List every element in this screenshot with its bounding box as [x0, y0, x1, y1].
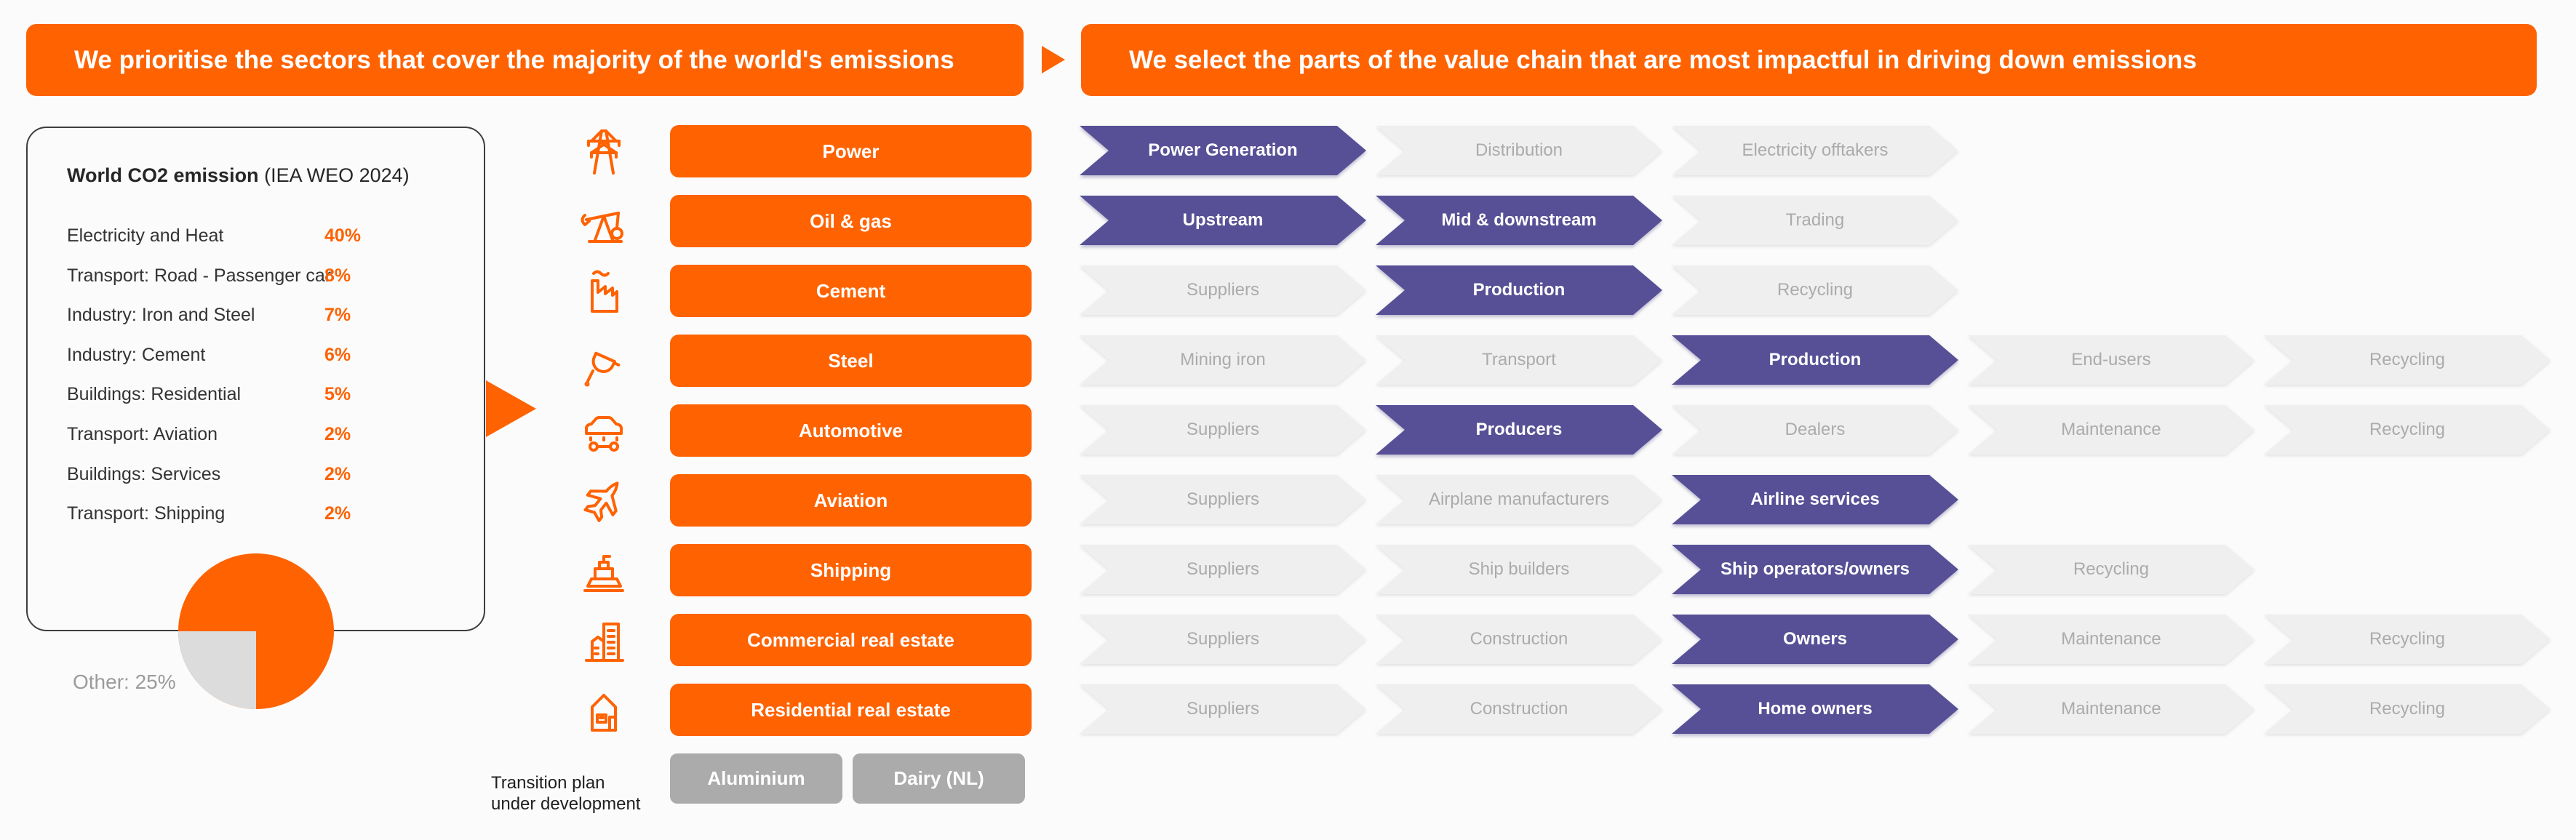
value-chain-chevron: Production — [1672, 335, 1958, 385]
banner-select-value-chain-text: We select the parts of the value chain t… — [1129, 45, 2197, 74]
sector-button: Cement — [670, 265, 1032, 317]
value-chain-chevron: Suppliers — [1080, 475, 1366, 524]
value-chain-chevron: Transport — [1376, 335, 1662, 385]
emission-box-source: (IEA WEO 2024) — [264, 164, 410, 186]
house-icon — [576, 682, 631, 737]
value-chain-chevron: Production — [1376, 265, 1662, 315]
emission-row-label: Industry: Cement — [67, 344, 206, 365]
transition-plan-label: Transition plan under development — [491, 772, 640, 815]
value-chain-chevron: Airline services — [1672, 475, 1958, 524]
emission-table-row: Buildings: Residential 5% — [28, 384, 484, 409]
value-chain-chevron: Recycling — [2264, 335, 2551, 385]
emission-row-value: 40% — [324, 225, 362, 246]
pie-slice-other — [178, 631, 256, 709]
value-chain-chevron: Suppliers — [1080, 615, 1366, 664]
office-buildings-icon — [576, 612, 631, 668]
emission-row-value: 2% — [324, 503, 351, 524]
emission-row-value: 5% — [324, 384, 351, 405]
value-chain-chevron: Suppliers — [1080, 405, 1366, 455]
value-chain-chevron: Maintenance — [1968, 684, 2254, 734]
banner-connector-arrow-icon — [1042, 46, 1065, 73]
value-chain-chevron: Electricity offtakers — [1672, 126, 1958, 175]
emission-row-label: Transport: Aviation — [67, 424, 218, 444]
sector-button: Oil & gas — [670, 195, 1032, 247]
value-chain-chevron: Distribution — [1376, 126, 1662, 175]
emission-table-row: Transport: Aviation 2% — [28, 424, 484, 449]
value-chain-chevron: Producers — [1376, 405, 1662, 455]
emission-box-title: World CO2 emission (IEA WEO 2024) — [67, 164, 410, 187]
value-chain-chevron: Construction — [1376, 684, 1662, 734]
steel-ladle-icon — [576, 333, 631, 388]
emission-row-value: 2% — [324, 424, 351, 444]
value-chain-chevron: Upstream — [1080, 196, 1366, 245]
emission-table-row: Electricity and Heat 40% — [28, 225, 484, 250]
value-chain-chevron: Suppliers — [1080, 684, 1366, 734]
value-chain-chevron: Maintenance — [1968, 615, 2254, 664]
emission-row-label: Electricity and Heat — [67, 225, 224, 246]
value-chain-chevron: End-users — [1968, 335, 2254, 385]
value-chain-chevron: Recycling — [2264, 405, 2551, 455]
airplane-icon — [576, 473, 631, 528]
sector-button: Aviation — [670, 474, 1032, 527]
transition-plan-button: Dairy (NL) — [853, 753, 1025, 804]
value-chain-chevron: Recycling — [1968, 545, 2254, 594]
sector-button: Residential real estate — [670, 684, 1032, 736]
sector-button: Commercial real estate — [670, 614, 1032, 666]
transition-plan-label-line2: under development — [491, 794, 641, 814]
value-chain-chevron: Ship operators/owners — [1672, 545, 1958, 594]
emission-row-value: 8% — [324, 265, 351, 286]
emission-box-title-bold: World CO2 emission — [67, 164, 259, 186]
emission-row-label: Transport: Road - Passenger car — [67, 265, 332, 286]
transition-plan-label-line1: Transition plan — [491, 773, 605, 793]
value-chain-chevron: Mining iron — [1080, 335, 1366, 385]
banner-select-value-chain: We select the parts of the value chain t… — [1081, 24, 2537, 96]
ship-icon — [576, 543, 631, 598]
emission-table-row: Buildings: Services 2% — [28, 464, 484, 489]
transmission-tower-icon — [576, 124, 631, 179]
value-chain-chevron: Recycling — [1672, 265, 1958, 315]
emission-table-row: Industry: Iron and Steel 7% — [28, 305, 484, 329]
factory-icon — [576, 263, 631, 319]
value-chain-chevron: Home owners — [1672, 684, 1958, 734]
banner-prioritise-sectors: We prioritise the sectors that cover the… — [26, 24, 1024, 96]
emission-row-label: Transport: Shipping — [67, 503, 226, 524]
value-chain-chevron: Recycling — [2264, 684, 2551, 734]
world-co2-emission-box: World CO2 emission (IEA WEO 2024) Electr… — [26, 127, 485, 631]
emission-row-value: 2% — [324, 463, 351, 484]
value-chain-chevron: Recycling — [2264, 615, 2551, 664]
emission-row-label: Buildings: Services — [67, 463, 221, 484]
value-chain-chevron: Maintenance — [1968, 405, 2254, 455]
emission-table-row: Industry: Cement 6% — [28, 345, 484, 369]
value-chain-chevron: Construction — [1376, 615, 1662, 664]
emission-pie-chart — [178, 553, 334, 709]
value-chain-chevron: Airplane manufacturers — [1376, 475, 1662, 524]
value-chain-chevron: Mid & downstream — [1376, 196, 1662, 245]
transition-plan-button: Aluminium — [670, 753, 842, 804]
value-chain-chevron: Dealers — [1672, 405, 1958, 455]
car-icon — [576, 403, 631, 458]
value-chain-chevron: Ship builders — [1376, 545, 1662, 594]
emission-table-row: Transport: Shipping 2% — [28, 503, 484, 528]
emission-row-value: 7% — [324, 305, 351, 326]
emission-row-label: Industry: Iron and Steel — [67, 305, 255, 326]
box-to-sectors-arrow-icon — [486, 380, 536, 437]
value-chain-chevron: Suppliers — [1080, 545, 1366, 594]
value-chain-chevron: Owners — [1672, 615, 1958, 664]
value-chain-chevron: Trading — [1672, 196, 1958, 245]
sector-button: Power — [670, 125, 1032, 177]
value-chain-chevron: Suppliers — [1080, 265, 1366, 315]
value-chain-chevron: Power Generation — [1080, 126, 1366, 175]
banner-prioritise-sectors-text: We prioritise the sectors that cover the… — [74, 45, 954, 74]
sector-button: Automotive — [670, 404, 1032, 457]
sector-button: Steel — [670, 335, 1032, 387]
oil-pumpjack-icon — [576, 193, 631, 249]
emission-row-label: Buildings: Residential — [67, 384, 242, 405]
pie-other-label: Other: 25% — [73, 671, 176, 693]
emission-row-value: 6% — [324, 344, 351, 365]
sector-button: Shipping — [670, 544, 1032, 596]
